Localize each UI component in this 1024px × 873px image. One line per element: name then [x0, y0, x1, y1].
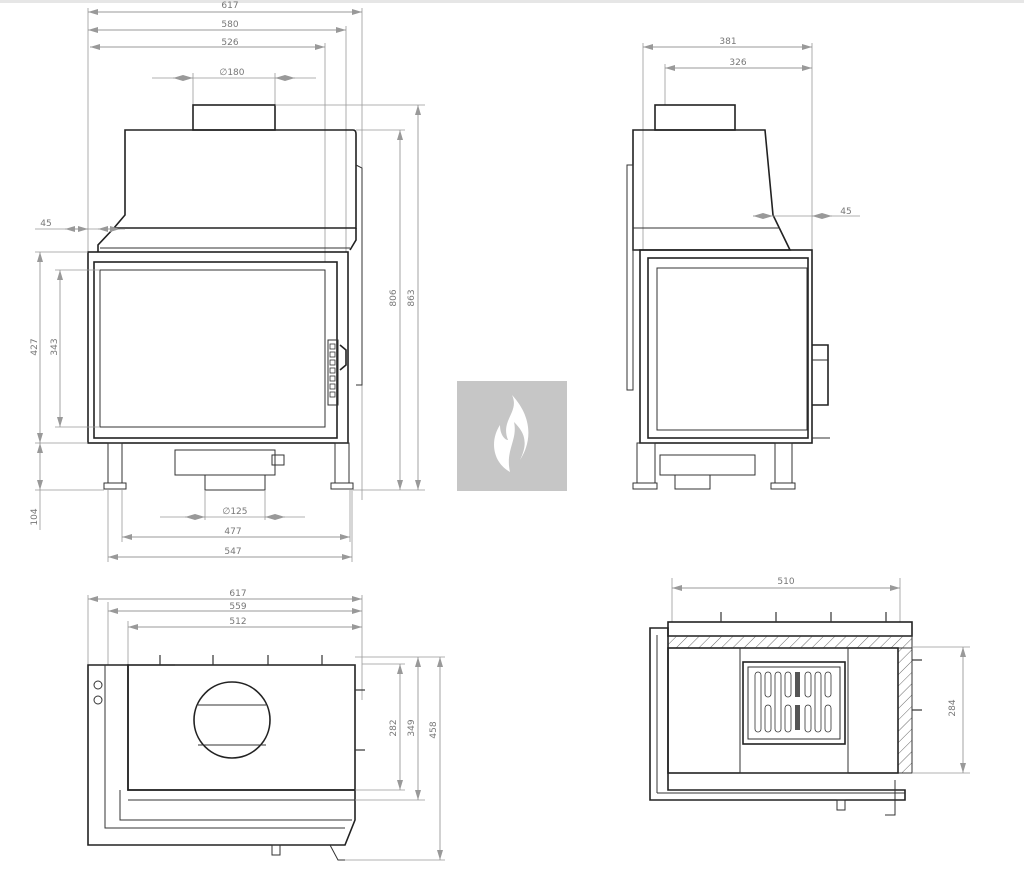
dim-326: 326	[729, 58, 746, 68]
flame-logo	[457, 381, 567, 491]
dim-559: 559	[229, 602, 246, 612]
dim-284: 284	[948, 699, 958, 716]
top-border	[0, 0, 1024, 3]
dim-104: 104	[30, 508, 40, 525]
dim-343: 343	[50, 338, 60, 355]
dim-477: 477	[224, 527, 241, 537]
dim-427: 427	[30, 338, 40, 355]
dim-617-top: 617	[229, 589, 246, 599]
dim-547: 547	[224, 547, 241, 557]
dim-flue-180: ∅180	[219, 68, 244, 78]
dim-381: 381	[719, 37, 736, 47]
dim-580: 580	[221, 20, 238, 30]
dim-526: 526	[221, 38, 238, 48]
front-view: 617 580 526 ∅180 863 806	[30, 1, 425, 562]
dim-45-side: 45	[840, 207, 851, 217]
dim-349: 349	[407, 719, 417, 736]
dim-510: 510	[777, 577, 794, 587]
side-view: 381 326 45	[626, 37, 860, 490]
dim-458: 458	[429, 721, 439, 738]
dim-282: 282	[389, 719, 399, 736]
dim-512: 512	[229, 617, 246, 627]
dim-806: 806	[389, 289, 399, 306]
top-view: 617 559 512 282 349 458	[87, 589, 445, 861]
dim-flue-125: ∅125	[222, 507, 247, 517]
dim-617: 617	[221, 1, 238, 11]
section-view: 510 284	[649, 577, 970, 816]
dim-45-front: 45	[40, 219, 51, 229]
dim-863: 863	[407, 289, 417, 306]
